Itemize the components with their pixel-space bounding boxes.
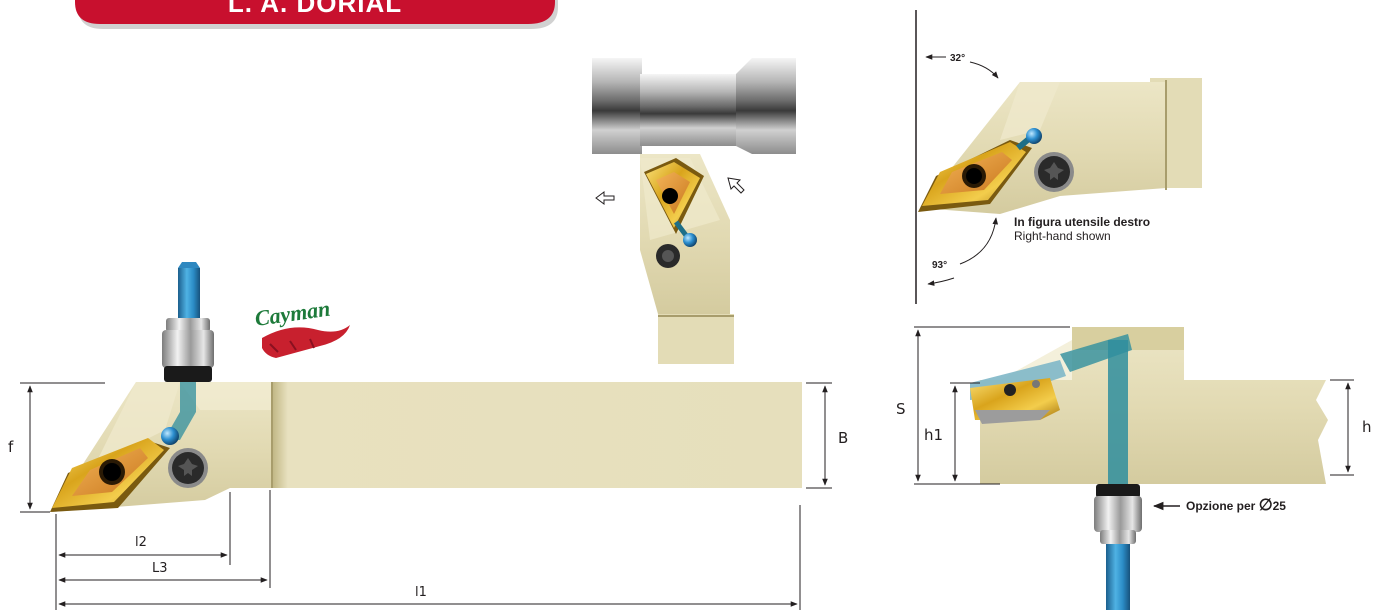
banner-text: L. A. DORIAL [228,0,402,18]
dim-S: S [896,400,906,418]
workpiece-illustration [592,58,796,364]
brand-banner: L. A. DORIAL [75,0,558,29]
main-tool-holder [50,262,802,512]
dim-h1: h1 [924,426,943,444]
dim-l2: l2 [135,535,147,550]
cayman-logo: Cayman [253,296,350,358]
feed-arrow-left-icon [595,191,615,205]
main-dimensions: f B l2 L3 l1 [8,382,848,610]
option-text: Opzione per [1186,499,1259,513]
option-value: 25 [1273,499,1287,513]
angle-bottom: 93° [932,260,947,271]
note-italian: In figura utensile destro [1014,215,1150,229]
logo-text: Cayman [253,296,332,331]
top-right-view: 32° 93° In figura utensile destro Right-… [915,10,1202,304]
feed-arrow-diag-icon [727,177,745,194]
dim-B: B [838,429,848,447]
angle-top: 32° [950,53,965,64]
coolant-fitting [162,318,214,382]
shank-body [272,382,802,488]
bottom-right-view: S h1 h Opzione per ∅25 [896,326,1372,610]
diameter-symbol-icon: ∅ [1259,497,1273,514]
option-note: Opzione per ∅25 [1186,497,1286,514]
dim-f: f [8,438,14,456]
dim-L3: L3 [152,561,168,576]
clamp-screw [168,448,208,488]
dim-h: h [1362,418,1372,436]
note-english: Right-hand shown [1014,229,1111,243]
cutting-insert [50,438,170,512]
dim-l1: l1 [415,585,427,600]
